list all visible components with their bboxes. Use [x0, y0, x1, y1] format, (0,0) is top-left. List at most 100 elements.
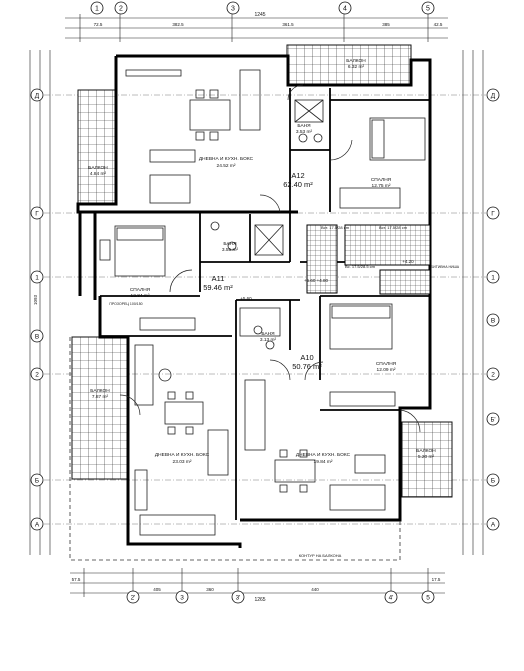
level-mark-c: +4.20	[402, 259, 414, 264]
axis-left-g: Г	[35, 211, 39, 218]
axis-left-1: 1	[35, 275, 39, 282]
door-swings	[119, 84, 421, 433]
room-a11-bedroom-area: 12.84 m²	[131, 293, 150, 299]
a11-dining-table	[164, 401, 204, 425]
apartment-a10-id: А10	[300, 353, 313, 362]
left-total-dimension: 1093	[33, 294, 38, 305]
axis-bottom-4: 4'	[389, 595, 394, 602]
axis-right-b-prime: Б'	[490, 418, 495, 424]
bottom-dim-2: 405	[153, 587, 161, 592]
a12-sofa	[149, 149, 196, 163]
stair-flight-right	[344, 224, 431, 266]
room-a12-living-area: 24.52 m²	[217, 163, 236, 169]
axis-left-a: А	[35, 522, 40, 529]
axis-top-4: 4	[343, 6, 347, 13]
room-a12-balcony-top-name: БАЛКОН	[346, 58, 366, 64]
room-a11-living-area: 23.03 m²	[173, 459, 192, 465]
balcony-a12-top-tiles	[286, 44, 412, 86]
stair-note-3: Вс. 17.5/28.5 cm	[345, 264, 376, 269]
axis-left-2: 2	[35, 372, 39, 379]
room-a10-living-area: 19.84 m²	[314, 459, 333, 465]
top-dim-2: 382.5	[172, 22, 184, 27]
room-a12-living-name: ДНЕВНА И КУХН. БОКС	[199, 156, 254, 162]
a11-kitchen-counter	[134, 344, 154, 406]
balcony-outline-label: КОНТУР НА БАЛКОНА	[299, 553, 342, 558]
apartment-a10-area: 50.76 m²	[292, 362, 322, 371]
top-dim-3: 361.5	[282, 22, 294, 27]
stair-note-1: Вст. 17.5/28 cm	[321, 225, 350, 230]
top-dim-4: 385	[382, 22, 390, 27]
axis-top-2: 2	[119, 6, 123, 13]
a11-bench	[139, 514, 216, 536]
stair-landing	[379, 269, 431, 295]
axis-bottom-3: 3'	[236, 595, 241, 602]
bottom-dim-5: 17.5	[432, 577, 441, 582]
axis-right-b: Б	[491, 478, 495, 485]
room-a10-bedroom-area: 12.09 m²	[377, 367, 396, 373]
room-a12-bedroom-area: 12.75 m²	[372, 183, 391, 189]
apartment-a11-id: А11	[212, 274, 225, 283]
exterior-walls	[76, 54, 432, 548]
room-a11-living-name: ДНЕВНА И КУХН. БОКС	[155, 452, 210, 458]
room-a10-living-name: ДНЕВНА И КУХН. БОКС	[296, 452, 351, 458]
axis-bottom-5: 5	[426, 595, 430, 602]
top-dim-1: 72.5	[94, 22, 103, 27]
axis-right-a: А	[491, 522, 496, 529]
a10-bed	[329, 303, 393, 350]
axis-top-1: 1	[95, 6, 99, 13]
room-a10-balcony-name: БАЛКОН	[416, 448, 436, 454]
a10-kitchen-counter	[244, 379, 266, 451]
bottom-dim-3: 360	[206, 587, 214, 592]
a12-dining-table	[189, 99, 231, 131]
balcony-a11-tiles	[71, 336, 129, 480]
room-a11-bedroom-name: СПАЛНЯ	[130, 287, 151, 293]
level-mark-a: +5.60 +4.80	[304, 278, 329, 283]
top-axis-markers	[90, 1, 435, 15]
a12-bathtub	[294, 99, 324, 123]
side-axis-markers	[30, 88, 500, 531]
a10-dining-table	[274, 459, 316, 483]
room-a12-balcony-left-name: БАЛКОН	[88, 165, 108, 171]
room-a11-bath-area: 3.55 m²	[222, 247, 239, 253]
stair-note-2: Вст. 17.5/28 cm	[379, 225, 408, 230]
room-a11-balcony-name: БАЛКОН	[90, 388, 110, 394]
axis-left-d: Д	[35, 93, 40, 100]
a12-kitchen-counter	[239, 69, 261, 131]
room-a11-bath-name: БАНЯ	[223, 241, 237, 247]
room-a12-bedroom-name: СПАЛНЯ	[371, 177, 392, 183]
axis-right-2: 2	[491, 372, 495, 379]
top-total-dimension: 1245	[254, 12, 265, 18]
balcony-a10-tiles	[401, 421, 453, 498]
axis-top-5: 5	[426, 6, 430, 13]
axis-right-g: Г	[491, 211, 495, 218]
partition-note: ПРОЗОРЕЦ 100/150	[109, 302, 142, 306]
axis-right-1: 1	[491, 275, 495, 282]
room-a12-balcony-top-area: 6.32 m²	[348, 64, 365, 70]
a11-shower	[254, 224, 284, 256]
stair-flight-left	[306, 224, 338, 294]
top-dimension-lines	[65, 14, 448, 42]
room-a10-bedroom-name: СПАЛНЯ	[376, 361, 397, 367]
interior-walls	[100, 88, 430, 520]
balcony-a12-left-tiles	[77, 89, 117, 205]
stair-niche-note: БИТИВНА НИША	[431, 265, 460, 269]
balcony-outline-contour	[69, 337, 401, 561]
room-a12-bath-name: БАНЯ	[297, 123, 311, 129]
a10-bathtub	[239, 307, 281, 337]
bottom-dim-1: 57.5	[72, 577, 81, 582]
axis-bottom-1: 2'	[131, 595, 136, 602]
room-a11-balcony-area: 7.87 m²	[92, 394, 109, 400]
room-a12-bath-area: 3.53 m²	[296, 129, 313, 135]
apartment-a12-id: А12	[291, 171, 304, 180]
furniture	[99, 69, 426, 536]
axis-right-d: Д	[491, 93, 496, 100]
a10-sofa	[329, 484, 386, 511]
axis-top-3: 3	[231, 6, 235, 13]
top-dim-5: 42.5	[434, 22, 443, 27]
apartment-a12-area: 62.40 m²	[283, 180, 313, 189]
axis-left-v: В	[35, 334, 39, 341]
side-dimension-lines	[29, 50, 484, 555]
a11-sofa	[207, 429, 229, 476]
apartment-a11-area: 59.46 m²	[203, 283, 233, 292]
